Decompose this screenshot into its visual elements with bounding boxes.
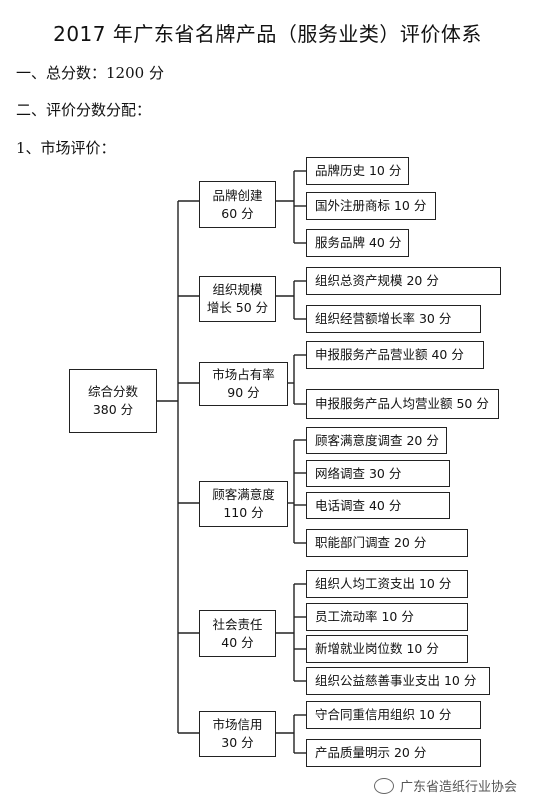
- section-total-score: 一、总分数：1200 分: [16, 64, 164, 82]
- category-score: 增长 50 分: [206, 300, 269, 315]
- category-score: 60 分: [221, 205, 254, 221]
- leaf-item: 电话调查 40 分: [306, 492, 450, 519]
- category-node-scale: 组织规模 增长 50 分: [199, 276, 276, 322]
- category-score: 110 分: [223, 505, 264, 520]
- leaf-item: 品牌历史 10 分: [306, 157, 409, 185]
- leaf-item: 国外注册商标 10 分: [306, 192, 436, 220]
- root-score: 380 分: [92, 402, 134, 417]
- category-label: 市场占有率: [212, 367, 275, 382]
- leaf-item: 组织经营额增长率 30 分: [306, 305, 481, 333]
- category-node-credit: 市场信用 30 分: [199, 711, 276, 757]
- leaf-item: 职能部门调查 20 分: [306, 529, 468, 557]
- leaf-item: 产品质量明示 20 分: [306, 739, 481, 767]
- section-market-evaluation: 1、市场评价：: [16, 139, 116, 157]
- leaf-item: 守合同重信用组织 10 分: [306, 701, 481, 729]
- category-node-social-responsibility: 社会责任 40 分: [199, 610, 276, 657]
- category-label: 品牌创建: [212, 187, 263, 203]
- watermark-text: 广东省造纸行业协会: [400, 780, 518, 795]
- root-label: 综合分数: [87, 384, 138, 399]
- category-label: 市场信用: [212, 717, 263, 732]
- leaf-item: 网络调查 30 分: [306, 460, 450, 487]
- leaf-item: 员工流动率 10 分: [306, 603, 468, 631]
- category-label: 社会责任: [212, 616, 263, 632]
- category-label: 组织规模: [212, 282, 263, 297]
- root-node: 综合分数 380 分: [69, 369, 157, 433]
- watermark: 广东省造纸行业协会: [374, 776, 517, 795]
- category-score: 30 分: [221, 735, 254, 750]
- section-score-distribution: 二、评价分数分配：: [16, 101, 152, 119]
- category-node-market-share: 市场占有率 90 分: [199, 362, 288, 406]
- leaf-item: 顾客满意度调查 20 分: [306, 427, 447, 454]
- leaf-item: 新增就业岗位数 10 分: [306, 635, 468, 663]
- leaf-item: 组织人均工资支出 10 分: [306, 570, 468, 598]
- category-node-brand: 品牌创建 60 分: [199, 181, 276, 228]
- category-score: 90 分: [227, 385, 260, 400]
- category-score: 40 分: [221, 634, 254, 650]
- leaf-item: 组织总资产规模 20 分: [306, 267, 501, 295]
- page-title: 2017 年广东省名牌产品（服务业类）评价体系: [53, 22, 482, 46]
- leaf-item: 申报服务产品人均营业额 50 分: [306, 389, 499, 419]
- leaf-item: 组织公益慈善事业支出 10 分: [306, 667, 490, 695]
- category-node-satisfaction: 顾客满意度 110 分: [199, 481, 288, 527]
- wechat-bubble-icon: [374, 777, 394, 794]
- leaf-item: 服务品牌 40 分: [306, 229, 409, 257]
- leaf-item: 申报服务产品营业额 40 分: [306, 341, 484, 369]
- category-label: 顾客满意度: [212, 487, 275, 502]
